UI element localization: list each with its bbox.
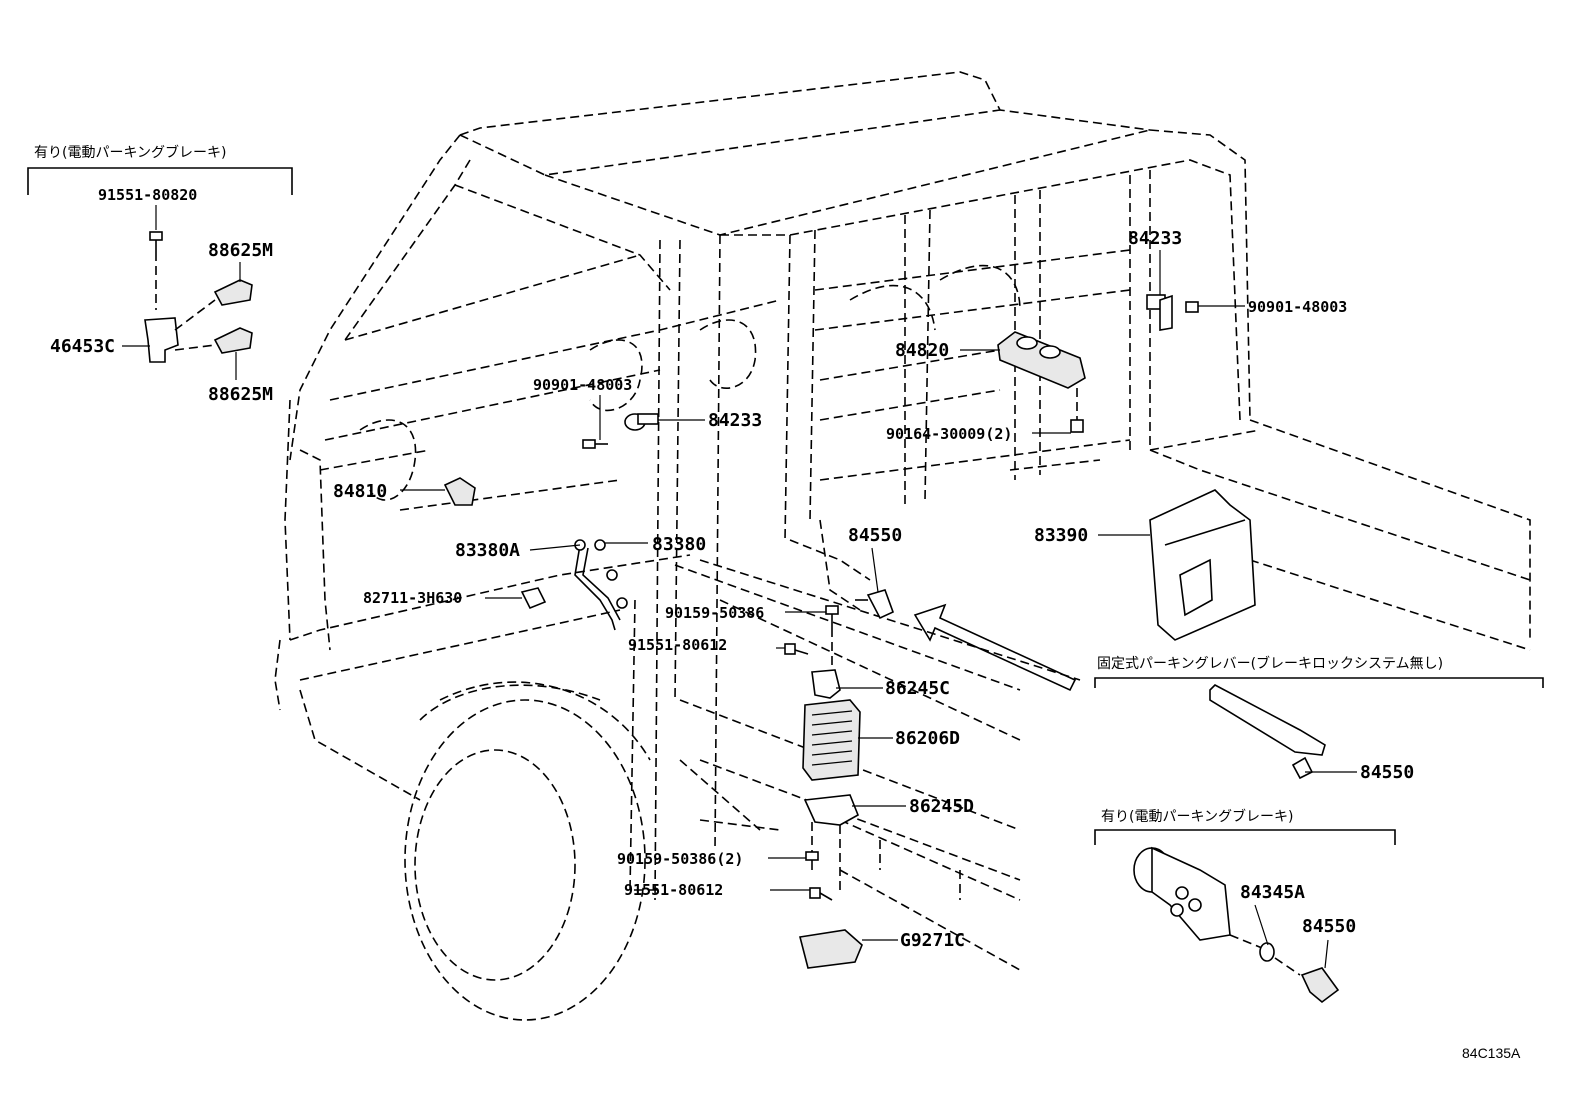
bolt-91551-80612-upper [784, 643, 809, 655]
part-label-91551-80820[interactable]: 91551-80820 [98, 186, 197, 204]
bracket-46453C [144, 317, 179, 363]
part-label-84233-rear[interactable]: 84233 [1128, 228, 1182, 249]
part-label-83380A[interactable]: 83380A [455, 540, 520, 561]
bolt-91551-80612-lower [809, 887, 833, 901]
switch-84550-epb [1300, 967, 1340, 1004]
switch-84550-lever [1291, 756, 1314, 780]
part-label-83380[interactable]: 83380 [652, 534, 706, 555]
part-label-84345A[interactable]: 84345A [1240, 882, 1305, 903]
part-label-83390[interactable]: 83390 [1034, 525, 1088, 546]
switch-84233-rear [1146, 294, 1173, 331]
diagram-id: 84C135A [1462, 1045, 1521, 1061]
part-label-90159-50386-lower[interactable]: 90159-50386(2) [617, 850, 743, 868]
part-label-90901-48003-front[interactable]: 90901-48003 [533, 376, 632, 394]
bracket-86245D [803, 794, 860, 826]
switch-84550-center [855, 589, 895, 620]
part-label-84820[interactable]: 84820 [895, 340, 949, 361]
cover-G9271C [799, 929, 863, 969]
part-label-46453C[interactable]: 46453C [50, 336, 115, 357]
part-label-90901-48003-rear[interactable]: 90901-48003 [1248, 298, 1347, 316]
bolt-90901-48003-rear [1185, 301, 1199, 313]
part-label-82711-3H630[interactable]: 82711-3H630 [363, 589, 462, 607]
part-label-88625M-upper[interactable]: 88625M [208, 240, 273, 261]
bolt-90901-48003-front [582, 439, 608, 449]
part-label-84233-front[interactable]: 84233 [708, 410, 762, 431]
bolt-90164-30009 [1070, 419, 1084, 433]
bolt-90159-50386-upper [825, 605, 839, 628]
vehicle-body-outline [274, 71, 1531, 971]
group-bracket-right-lower [1094, 829, 1396, 845]
part-label-91551-80612-upper[interactable]: 91551-80612 [628, 636, 727, 654]
connector-88625M-lower [213, 327, 253, 354]
group-bracket-right-upper [1094, 677, 1544, 688]
part-label-84810[interactable]: 84810 [333, 481, 387, 502]
part-label-91551-80612-lower[interactable]: 91551-80612 [624, 881, 723, 899]
console-83390 [1149, 489, 1256, 641]
part-label-86245D[interactable]: 86245D [909, 796, 974, 817]
part-label-90164-30009[interactable]: 90164-30009(2) [886, 425, 1012, 443]
bracket-86245C [811, 669, 841, 699]
lever-parking [1209, 684, 1326, 756]
group-bracket-top-left [27, 167, 293, 195]
part-label-88625M-lower[interactable]: 88625M [208, 384, 273, 405]
group-label-right-upper: 固定式パーキングレバー(ブレーキロックシステム無し) [1097, 655, 1443, 672]
leader-lines [122, 205, 1357, 969]
bolt-90159-50386-lower [805, 851, 819, 870]
part-label-86245C[interactable]: 86245C [885, 678, 950, 699]
clip-82711-3H630 [520, 587, 547, 610]
switch-84810 [443, 477, 476, 506]
module-86206D [802, 699, 861, 781]
switch-84820 [997, 331, 1086, 389]
bolt-91551-80820 [149, 231, 163, 252]
actuator-epb [1133, 846, 1231, 941]
group-label-top-left: 有り(電動パーキングブレーキ) [34, 144, 227, 161]
part-label-86206D[interactable]: 86206D [895, 728, 960, 749]
part-label-G9271C[interactable]: G9271C [900, 930, 965, 951]
harness-83380 [574, 539, 628, 631]
part-label-84550-lever[interactable]: 84550 [1360, 762, 1414, 783]
switch-84233-front [624, 413, 659, 431]
group-label-right-lower: 有り(電動パーキングブレーキ) [1101, 808, 1294, 825]
seal-84345A [1259, 942, 1275, 962]
connector-88625M-upper [213, 279, 253, 306]
part-label-84550-center[interactable]: 84550 [848, 525, 902, 546]
wheel-outline [404, 681, 651, 1021]
part-label-84550-epb[interactable]: 84550 [1302, 916, 1356, 937]
part-label-90159-50386-upper[interactable]: 90159-50386 [665, 604, 764, 622]
front-direction-arrow [913, 603, 1077, 692]
